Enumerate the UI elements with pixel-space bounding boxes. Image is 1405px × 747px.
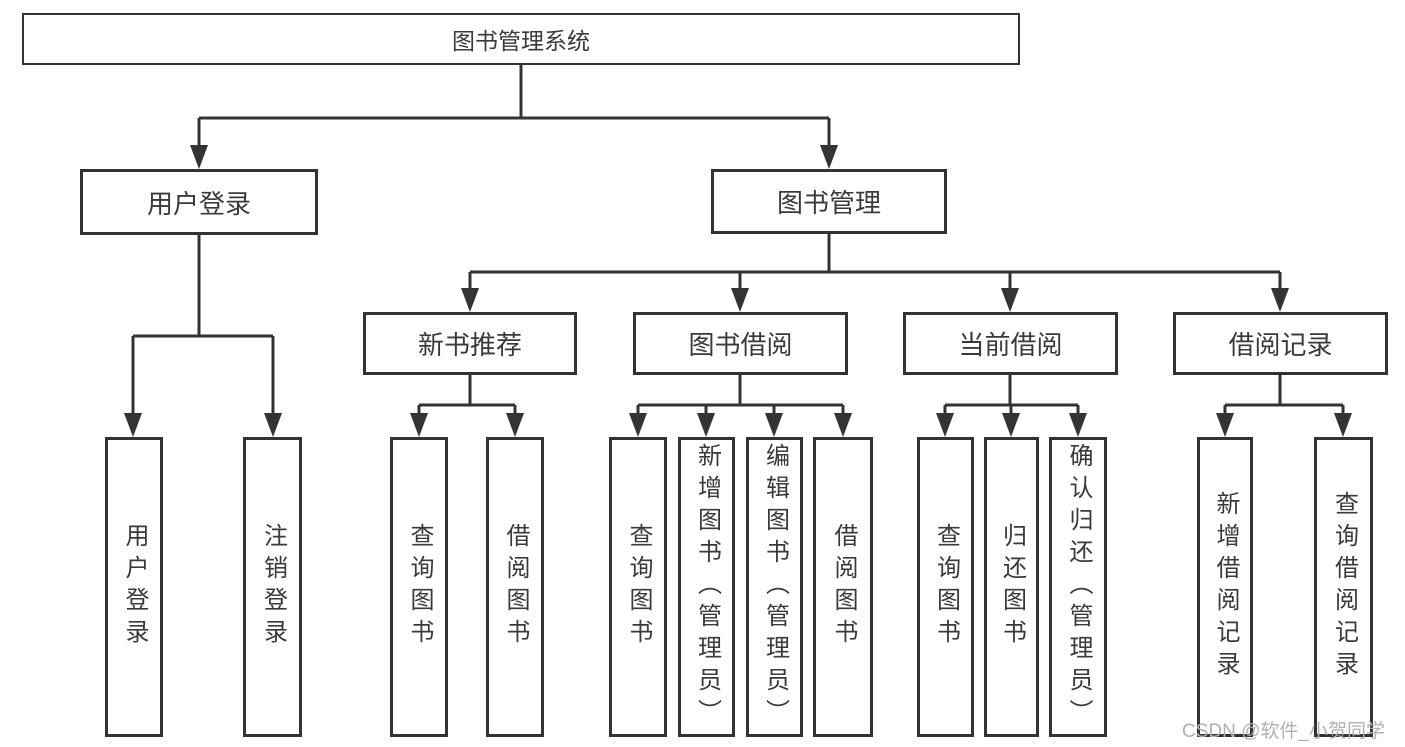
node-user-login: 用户登录 <box>80 169 318 235</box>
leaf-query-books-2-label: 查询图书 <box>625 523 652 651</box>
leaf-query-books-3-label: 查询图书 <box>932 523 960 651</box>
leaf-return-book: 归还图书 <box>984 437 1039 737</box>
leaf-confirm-return-admin-label: 确认归还（管理员） <box>1065 443 1092 731</box>
leaf-add-book-admin: 新增图书（管理员） <box>678 437 735 737</box>
leaf-add-borrow-record-label: 新增借阅记录 <box>1212 491 1239 683</box>
leaf-query-books-3: 查询图书 <box>917 437 974 737</box>
node-new-book-recommend: 新书推荐 <box>363 312 577 375</box>
leaf-borrow-books-1: 借阅图书 <box>486 437 544 737</box>
leaf-user-login: 用户登录 <box>105 437 163 737</box>
leaf-add-borrow-record: 新增借阅记录 <box>1197 437 1253 737</box>
leaf-query-borrow-record: 查询借阅记录 <box>1314 437 1373 737</box>
watermark: CSDN @软件_小贺同学 <box>1182 721 1385 742</box>
leaf-query-books-1-label: 查询图书 <box>406 523 433 651</box>
leaf-logout: 注销登录 <box>243 437 302 737</box>
node-book-management: 图书管理 <box>711 169 947 234</box>
leaf-query-books-2: 查询图书 <box>609 437 667 737</box>
node-current-borrow: 当前借阅 <box>903 312 1118 375</box>
leaf-query-books-1: 查询图书 <box>390 437 448 737</box>
leaf-logout-label: 注销登录 <box>259 523 287 651</box>
leaf-confirm-return-admin: 确认归还（管理员） <box>1049 437 1107 737</box>
leaf-add-book-admin-label: 新增图书（管理员） <box>693 443 721 731</box>
node-borrow-records: 借阅记录 <box>1173 312 1388 375</box>
leaf-edit-book-admin-label: 编辑图书（管理员） <box>761 443 789 731</box>
leaf-borrow-books-2: 借阅图书 <box>813 437 873 737</box>
leaf-borrow-books-1-label: 借阅图书 <box>502 523 529 651</box>
node-book-borrow: 图书借阅 <box>633 312 848 375</box>
leaf-borrow-books-2-label: 借阅图书 <box>830 523 857 651</box>
leaf-query-borrow-record-label: 查询借阅记录 <box>1330 491 1358 683</box>
leaf-edit-book-admin: 编辑图书（管理员） <box>746 437 803 737</box>
leaf-user-login-label: 用户登录 <box>121 523 148 651</box>
leaf-return-book-label: 归还图书 <box>998 523 1026 651</box>
node-root: 图书管理系统 <box>22 13 1020 65</box>
